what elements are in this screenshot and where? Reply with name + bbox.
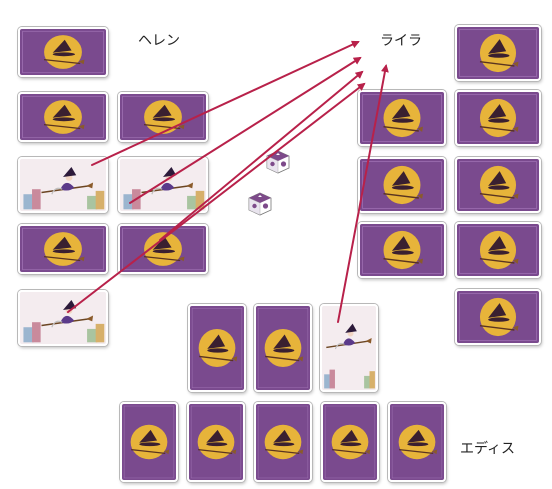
arrow-helen-to-laila — [67, 82, 366, 313]
edith-card-back[interactable] — [254, 402, 312, 482]
edith-card-back[interactable] — [388, 402, 446, 482]
laila-card-back[interactable] — [455, 90, 541, 146]
edith-card-back[interactable] — [254, 304, 312, 392]
helen-card-back[interactable] — [118, 224, 208, 274]
laila-card-back[interactable] — [358, 157, 446, 213]
laila-card-back[interactable] — [358, 90, 446, 146]
edith-card-back[interactable] — [321, 402, 379, 482]
player-name-helen: ヘレン — [138, 33, 180, 49]
laila-card-back[interactable] — [455, 157, 541, 213]
edith-card-witch-face[interactable] — [320, 304, 378, 392]
player-name-laila: ライラ — [380, 33, 422, 49]
edith-card-back[interactable] — [188, 304, 246, 392]
laila-card-back[interactable] — [455, 222, 541, 278]
laila-card-back[interactable] — [455, 289, 541, 345]
helen-card-back[interactable] — [18, 92, 108, 142]
helen-card-witch-face[interactable] — [18, 290, 108, 346]
helen-card-back[interactable] — [18, 224, 108, 274]
witch-die-icon[interactable] — [248, 192, 272, 216]
helen-card-back[interactable] — [18, 27, 108, 77]
edith-card-back[interactable] — [120, 402, 178, 482]
edith-card-back[interactable] — [187, 402, 245, 482]
helen-card-witch-face[interactable] — [18, 157, 108, 213]
laila-card-back[interactable] — [455, 25, 541, 81]
helen-card-witch-face[interactable] — [118, 157, 208, 213]
laila-card-back[interactable] — [358, 222, 446, 278]
witch-die-icon[interactable] — [266, 150, 290, 174]
player-name-edith: エディス — [460, 441, 516, 457]
helen-card-back[interactable] — [118, 92, 208, 142]
